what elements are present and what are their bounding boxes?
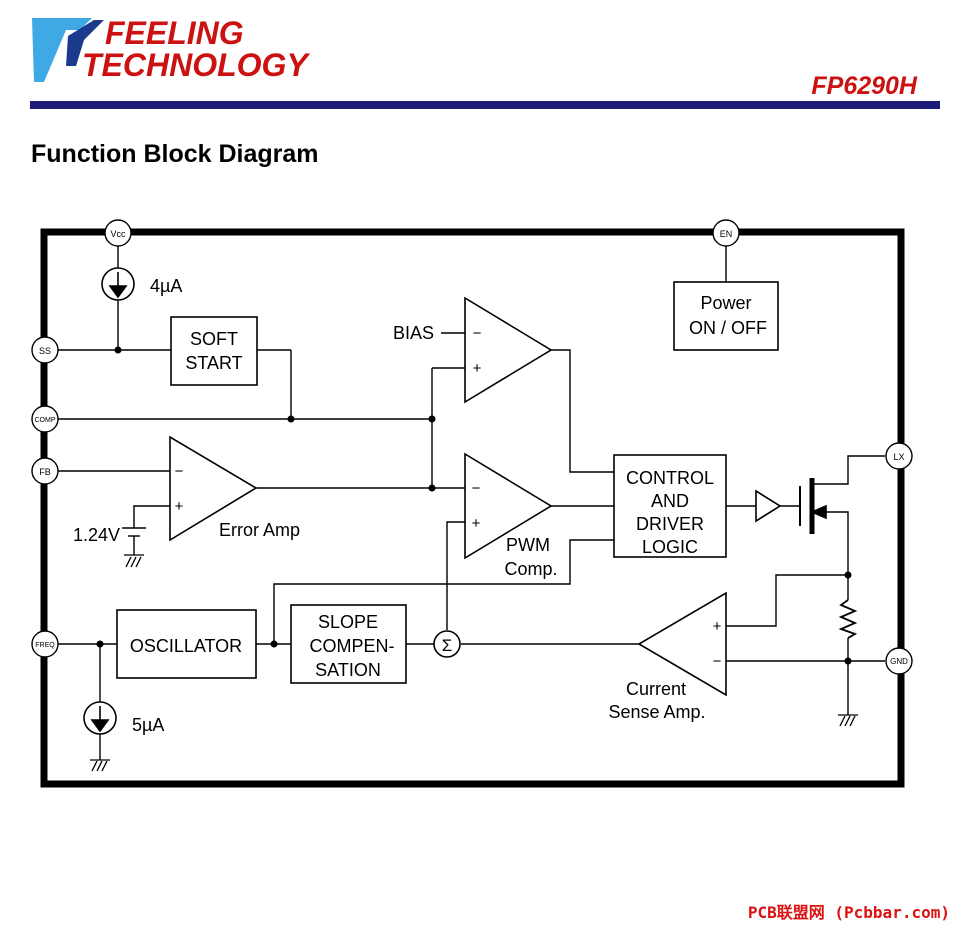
pin-vcc — [104, 219, 132, 247]
bias-comparator — [464, 296, 553, 404]
header-divider — [30, 101, 940, 109]
control-line1: CONTROL — [626, 468, 714, 488]
bias-comp-minus: − — [473, 325, 482, 342]
pin-gnd-label: GND — [890, 657, 908, 666]
current-source-4ua — [101, 267, 135, 301]
pin-freq-label: FREQ — [35, 642, 55, 649]
current-4ua-label: 4µA — [150, 276, 182, 296]
control-line4: LOGIC — [642, 537, 698, 557]
error-amp-label: Error Amp — [219, 520, 300, 540]
slope-line1: SLOPE — [318, 612, 378, 632]
pin-comp-label: COMP — [35, 417, 56, 424]
pin-en — [712, 219, 740, 247]
slope-line3: SATION — [315, 660, 381, 680]
pin-lx-label: LX — [893, 452, 904, 462]
slope-line2: COMPEN- — [310, 636, 395, 656]
error-amp-minus: − — [175, 463, 184, 480]
chip-outline — [40, 228, 905, 788]
pin-lx — [885, 442, 913, 470]
vref-label: 1.24V — [73, 525, 120, 545]
soft-start-line1: SOFT — [190, 329, 238, 349]
pin-fb-label: FB — [39, 467, 51, 477]
oscillator-label: OSCILLATOR — [130, 636, 242, 656]
sigma-symbol: Σ — [442, 636, 453, 655]
control-line2: AND — [651, 491, 689, 511]
current-5ua-label: 5µA — [132, 715, 164, 735]
pin-freq — [31, 630, 59, 658]
pin-comp — [31, 405, 59, 433]
driver-buffer — [755, 489, 782, 523]
pwm-comp-line2: Comp. — [504, 559, 557, 579]
pin-gnd — [885, 647, 913, 675]
pin-en-label: EN — [720, 229, 733, 239]
bias-label: BIAS — [393, 323, 434, 343]
soft-start-line2: START — [185, 353, 242, 373]
summing-node — [433, 630, 461, 658]
oscillator-block — [116, 609, 257, 679]
company-logo: FEELING TECHNOLOGY — [32, 15, 310, 83]
error-amp-plus: + — [175, 498, 184, 515]
pwm-comp-minus: − — [472, 480, 481, 497]
control-driver-logic-block — [613, 454, 727, 558]
logo-line2: TECHNOLOGY — [82, 47, 310, 83]
pwm-comparator — [464, 452, 553, 560]
cs-amp-minus: − — [713, 653, 722, 670]
sense-resistor — [838, 599, 858, 639]
power-on-off-block — [673, 281, 779, 351]
bias-comp-plus: + — [473, 360, 482, 377]
pin-ss-label: SS — [39, 346, 51, 356]
pwm-comp-plus: + — [472, 515, 481, 532]
pwm-comp-line1: PWM — [506, 535, 550, 555]
current-sense-amplifier — [637, 591, 727, 697]
slope-compensation-block — [290, 604, 407, 684]
section-title: Function Block Diagram — [31, 140, 319, 168]
control-line3: DRIVER — [636, 514, 704, 534]
pin-fb — [31, 457, 59, 485]
power-line1: Power — [700, 293, 751, 313]
current-source-5ua — [83, 701, 117, 735]
ground-symbols — [90, 554, 858, 772]
error-amplifier — [169, 435, 258, 542]
part-number: FP6290H — [811, 72, 917, 100]
cs-amp-plus: + — [713, 618, 722, 635]
logo-line1: FEELING — [105, 15, 244, 51]
current-sense-line1: Current — [626, 679, 686, 699]
watermark: PCB联盟网 (Pcbbar.com) — [747, 903, 950, 922]
fet-arrow — [809, 504, 827, 520]
soft-start-block — [170, 316, 258, 386]
power-line2: ON / OFF — [689, 318, 767, 338]
pin-vcc-label: Vcc — [110, 229, 126, 239]
current-sense-line2: Sense Amp. — [608, 702, 705, 722]
pin-ss — [31, 336, 59, 364]
